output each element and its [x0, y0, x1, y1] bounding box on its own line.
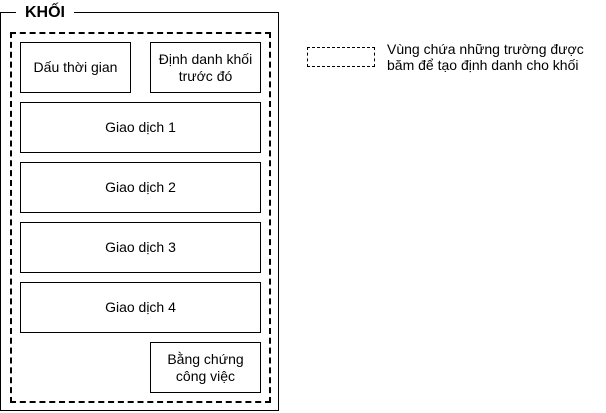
transaction-3-field: Giao dịch 3 [20, 222, 261, 273]
timestamp-label: Dấu thời gian [33, 59, 118, 75]
transaction-1-label: Giao dịch 1 [105, 119, 176, 135]
transaction-2-field: Giao dịch 2 [20, 162, 261, 213]
legend-line-1: Vùng chứa những trường được [387, 41, 584, 57]
previous-hash-label-line-1: Định danh khối [158, 50, 253, 67]
proof-of-work-label-line-2: công việc [175, 367, 236, 384]
legend-description: Vùng chứa những trường được băm để tạo đ… [387, 41, 602, 73]
transaction-4-field: Giao dịch 4 [20, 282, 261, 333]
proof-of-work-label-line-1: Bằng chứng [167, 350, 244, 367]
block-container [0, 12, 279, 411]
transaction-2-label: Giao dịch 2 [105, 179, 176, 195]
transaction-1-field: Giao dịch 1 [20, 102, 261, 153]
timestamp-field: Dấu thời gian [20, 42, 131, 93]
hashed-fields-region [10, 32, 271, 403]
legend-dashed-swatch [307, 47, 375, 67]
transaction-4-label: Giao dịch 4 [105, 299, 176, 315]
previous-hash-label-line-2: trước đó [178, 67, 233, 84]
proof-of-work-field: Bằng chứng công việc [150, 342, 261, 393]
previous-hash-field: Định danh khối trước đó [150, 42, 261, 93]
transaction-3-label: Giao dịch 3 [105, 239, 176, 255]
legend-line-2: băm để tạo định danh cho khối [387, 57, 579, 73]
block-title: KHỐI [16, 3, 74, 23]
